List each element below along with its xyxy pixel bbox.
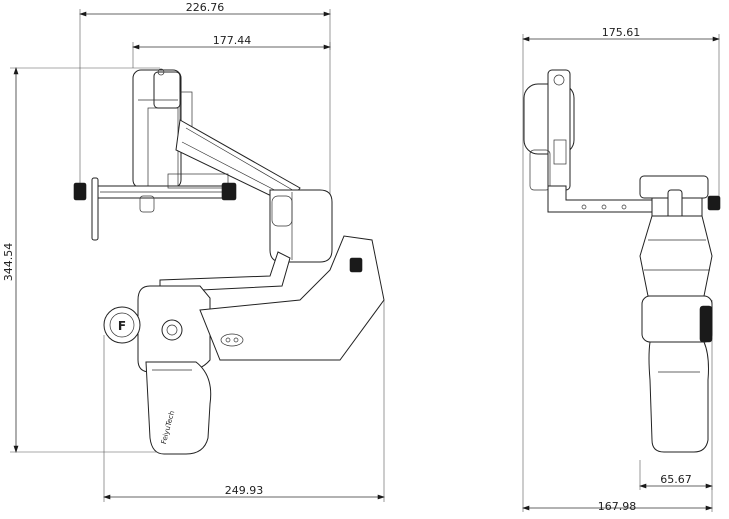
dimension-label-arm-width: 177.44 (213, 34, 252, 47)
dimension-label-rear-top-width: 175.61 (602, 26, 641, 39)
rear-side-wheel (699, 305, 713, 343)
brand-mark-icon: F (118, 319, 126, 333)
plate-knob-right (221, 182, 237, 201)
dimension-top-width: 226.76 (79, 1, 331, 215)
dimension-arm-width: 177.44 (132, 34, 331, 68)
dimension-label-top-width: 226.76 (186, 1, 225, 14)
dimension-rear-top-width: 175.61 (522, 26, 720, 512)
side-view: 226.76 177.44 344.54 249.93 (2, 1, 385, 502)
dimension-label-handle-width: 65.67 (660, 473, 692, 486)
rear-grip-handle (648, 341, 709, 453)
tilt-motor (269, 189, 333, 263)
base-housing (137, 235, 385, 373)
rear-view: 175.61 65.67 167.98 (522, 26, 721, 513)
focus-wheel[interactable]: F (103, 306, 141, 344)
rear-roll-motor (523, 69, 575, 191)
dimension-label-base-width: 249.93 (225, 484, 264, 497)
grip-handle: FeiyuTech (145, 361, 212, 455)
tilt-arm (175, 119, 301, 205)
pan-arm (159, 251, 291, 293)
handle-trigger-button[interactable] (349, 257, 363, 273)
dimension-label-rear-base-width: 167.98 (598, 500, 637, 513)
dimension-height: 344.54 (2, 67, 160, 453)
dimension-handle-width: 65.67 (639, 300, 713, 490)
plate-knob-left (73, 182, 87, 201)
rear-knob (707, 195, 721, 211)
dimension-label-height: 344.54 (2, 243, 15, 282)
dimension-rear-base-width: 167.98 (522, 486, 713, 513)
dimension-base-width: 249.93 (103, 300, 385, 502)
rear-column (639, 215, 713, 297)
